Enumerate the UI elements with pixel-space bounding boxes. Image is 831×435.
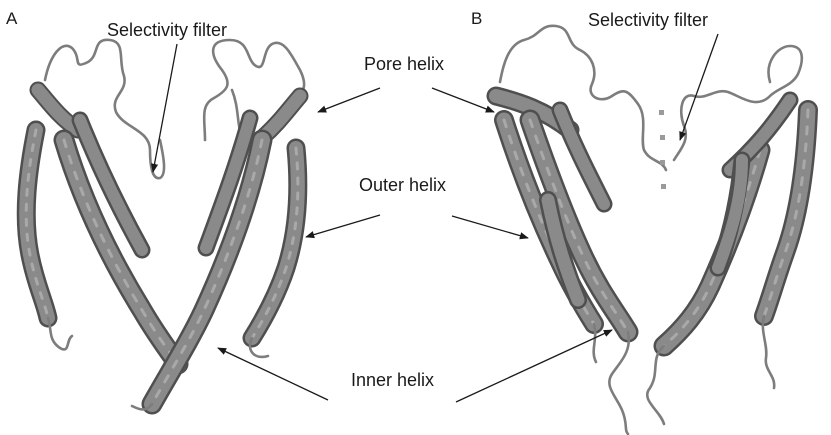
arrow-inner-helix-a <box>218 348 328 400</box>
arrow-pore-helix-a <box>318 88 380 112</box>
arrow-selectivity-filter-a <box>153 44 177 172</box>
selectivity-filter-label-b: Selectivity filter <box>588 10 708 30</box>
arrow-outer-helix-b <box>452 216 528 238</box>
outer-helix-label: Outer helix <box>359 175 446 195</box>
panel-b-ion-1 <box>659 110 664 115</box>
panel-b-ion-3 <box>660 160 665 165</box>
panel-b-ion-4 <box>661 184 666 189</box>
panel-a-structure <box>26 40 304 410</box>
panel-b-structure <box>496 26 808 434</box>
panel-a-label: A <box>6 9 18 28</box>
pore-helix-label: Pore helix <box>364 54 444 74</box>
panel-b-ion-2 <box>660 135 665 140</box>
panel-b-label: B <box>471 9 482 28</box>
arrow-selectivity-filter-b <box>680 34 718 140</box>
arrow-inner-helix-b <box>456 330 612 402</box>
inner-helix-label: Inner helix <box>351 370 434 390</box>
arrow-pore-helix-b <box>432 88 494 112</box>
arrow-outer-helix-a <box>306 215 380 237</box>
selectivity-filter-label-a: Selectivity filter <box>107 20 227 40</box>
